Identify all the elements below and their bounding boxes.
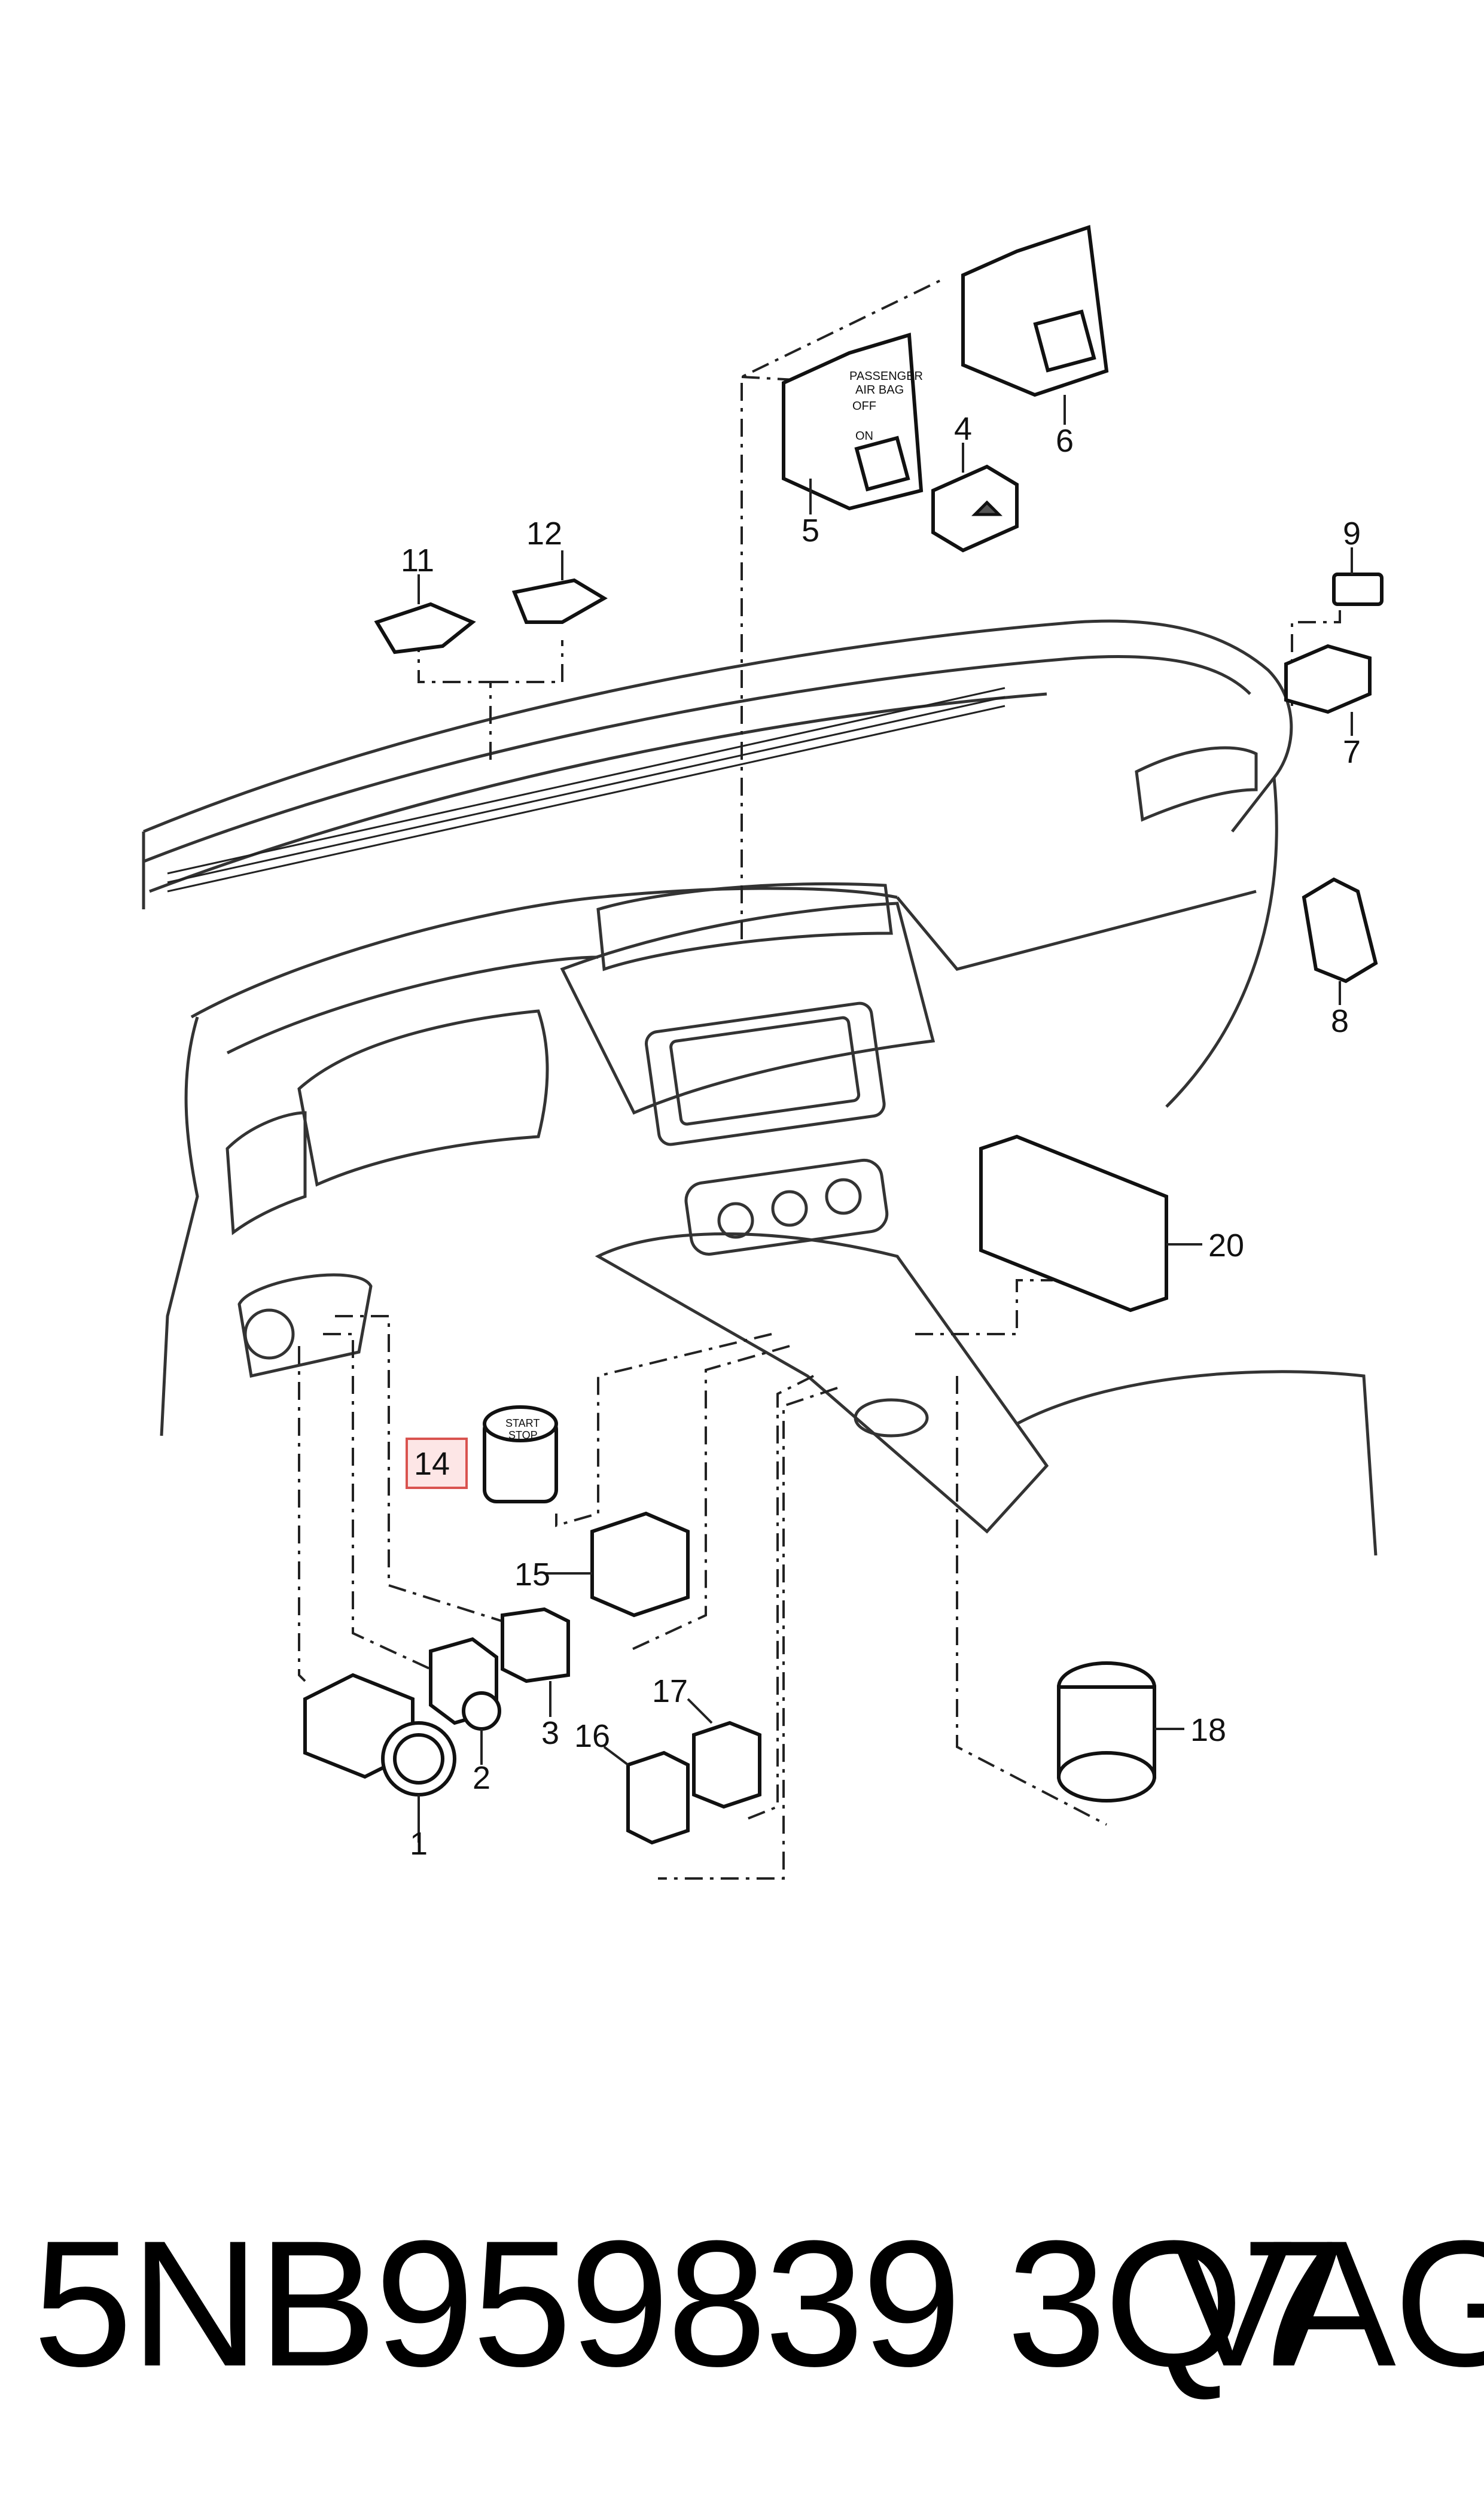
part-14-start-stop-button: START STOP [483, 1405, 558, 1503]
part-17-switch [687, 1698, 761, 1809]
callout-11: 11 [401, 543, 434, 578]
callout-1: 1 [410, 1826, 428, 1862]
brand-name: VAG [1172, 2203, 1484, 2404]
callout-4: 4 [954, 411, 972, 447]
part-7-switch [1284, 644, 1372, 736]
part-11-cover [374, 574, 476, 654]
callout-18: 18 [1190, 1712, 1226, 1748]
callout-15: 15 [514, 1557, 550, 1593]
part-12-cover [511, 550, 608, 624]
callout-2: 2 [473, 1760, 490, 1796]
part-18-rotary-knob [1057, 1661, 1184, 1803]
callout-17: 17 [652, 1673, 688, 1709]
part-14-label-line2: STOP [508, 1429, 538, 1441]
callout-7: 7 [1343, 734, 1361, 770]
airbag-panel-off: OFF [852, 400, 876, 413]
part-1-light-switch [303, 1673, 456, 1843]
part-4-hazard-switch [931, 443, 1019, 553]
callout-9: 9 [1343, 516, 1361, 552]
dashboard [142, 619, 1378, 1556]
callout-labels: 1 2 3 4 5 6 7 8 9 11 12 14 15 16 17 18 2… [401, 411, 1361, 1862]
callout-8: 8 [1331, 1003, 1349, 1039]
airbag-panel-on: ON [855, 430, 873, 443]
callout-6: 6 [1056, 423, 1074, 459]
part-2-switch [429, 1637, 501, 1765]
part-number: 5NB959839 3Q7 [33, 2203, 1341, 2404]
callout-5: 5 [802, 513, 819, 549]
callout-14: 14 [414, 1446, 450, 1482]
callout-20: 20 [1208, 1228, 1244, 1263]
part-6-cover-panel [961, 224, 1109, 425]
part-5-airbag-panel: PASSENGER AIR BAG OFF ON [782, 333, 924, 514]
airbag-panel-line2: AIR BAG [855, 383, 904, 397]
part-16-switch [603, 1746, 690, 1845]
part-14-label-line1: START [505, 1417, 540, 1429]
airbag-panel-line1: PASSENGER [849, 370, 923, 383]
part-20-switch-panel [979, 1134, 1202, 1313]
part-15-switch [544, 1511, 690, 1618]
callout-14-highlight [406, 1438, 468, 1489]
callout-3: 3 [541, 1715, 559, 1751]
part-3-switch [501, 1607, 570, 1717]
part-9-clip [1332, 547, 1384, 606]
callout-16: 16 [574, 1718, 610, 1754]
callout-12: 12 [526, 516, 562, 552]
part-8-sensor [1302, 877, 1378, 1005]
